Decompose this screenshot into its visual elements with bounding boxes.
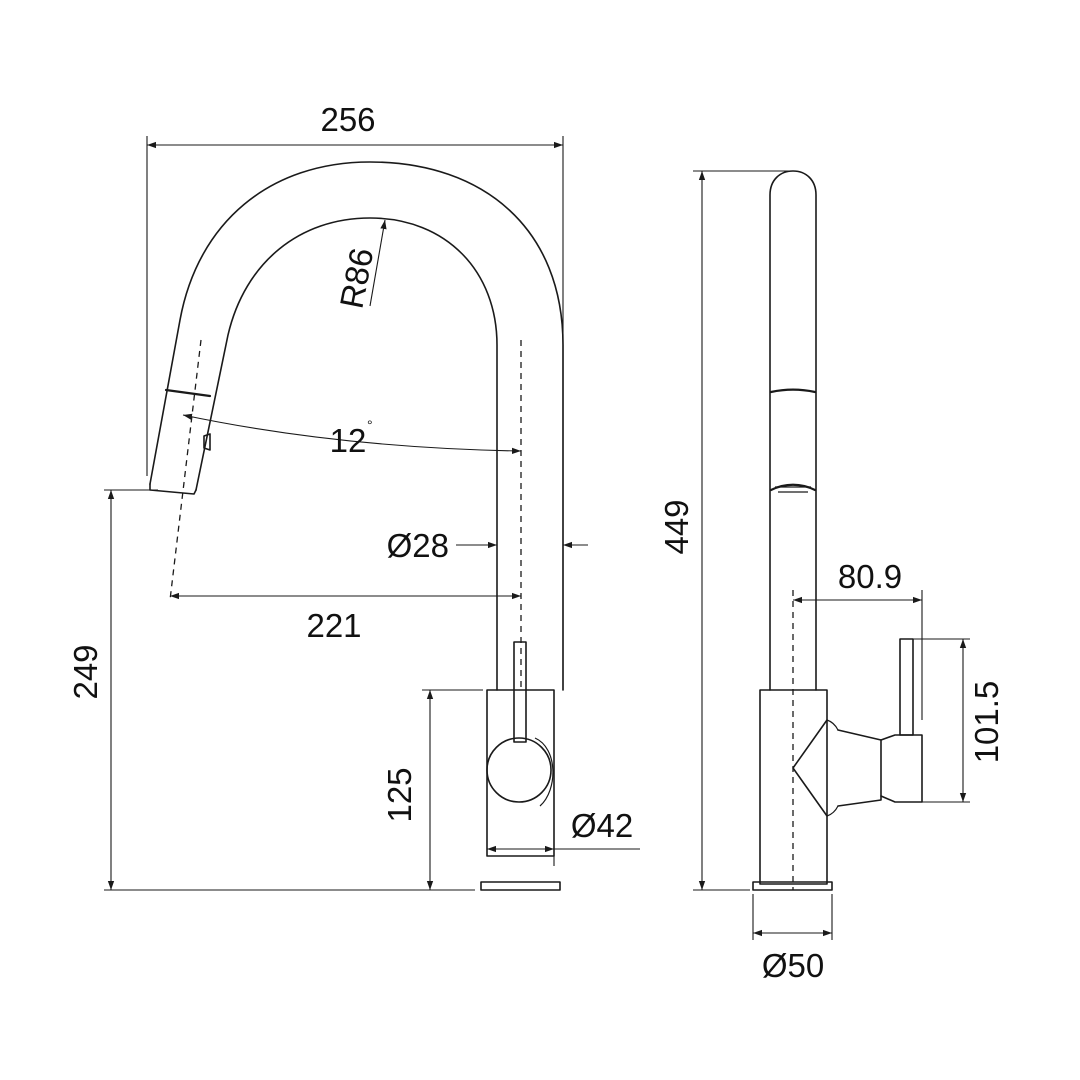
dim-label-101-5: 101.5 xyxy=(968,681,1005,764)
dim-line-r86 xyxy=(369,219,387,307)
handle-knob xyxy=(486,737,552,803)
side-spray-ring xyxy=(769,388,817,394)
spray-head-axis xyxy=(169,339,202,601)
dim-label-249: 249 xyxy=(67,644,104,699)
dim-label-12deg-unit: ° xyxy=(367,417,373,433)
dim-label-125: 125 xyxy=(381,767,418,822)
dim-label-12deg: 12 xyxy=(330,422,367,459)
side-handle-housing xyxy=(880,734,923,803)
front-view: 256 R86 12 ° Ø28 221 249 125 Ø42 xyxy=(67,101,640,891)
dim-label-449: 449 xyxy=(658,499,695,554)
faucet-body xyxy=(486,689,555,857)
side-handle-lever xyxy=(899,638,914,736)
dim-label-80-9: 80.9 xyxy=(838,558,902,595)
dim-label-256: 256 xyxy=(320,101,375,138)
handle-lever xyxy=(513,641,527,743)
dim-label-d28: Ø28 xyxy=(387,527,449,564)
side-view: 449 80.9 101.5 Ø50 xyxy=(658,170,1005,984)
dim-arc-12deg xyxy=(182,413,522,454)
spout-inner-contour xyxy=(195,217,498,691)
handle-knob-outline xyxy=(534,737,554,807)
faucet-base xyxy=(480,881,561,891)
spray-head-ring xyxy=(164,388,212,398)
side-aerator xyxy=(769,483,817,492)
dim-label-d50: Ø50 xyxy=(762,947,824,984)
side-handle-connector xyxy=(792,719,882,817)
dim-label-r86: R86 xyxy=(333,245,381,311)
spray-head-tip xyxy=(149,483,197,495)
spout-outer-contour xyxy=(149,161,564,691)
dim-label-d42: Ø42 xyxy=(571,807,633,844)
dim-label-221: 221 xyxy=(306,607,361,644)
